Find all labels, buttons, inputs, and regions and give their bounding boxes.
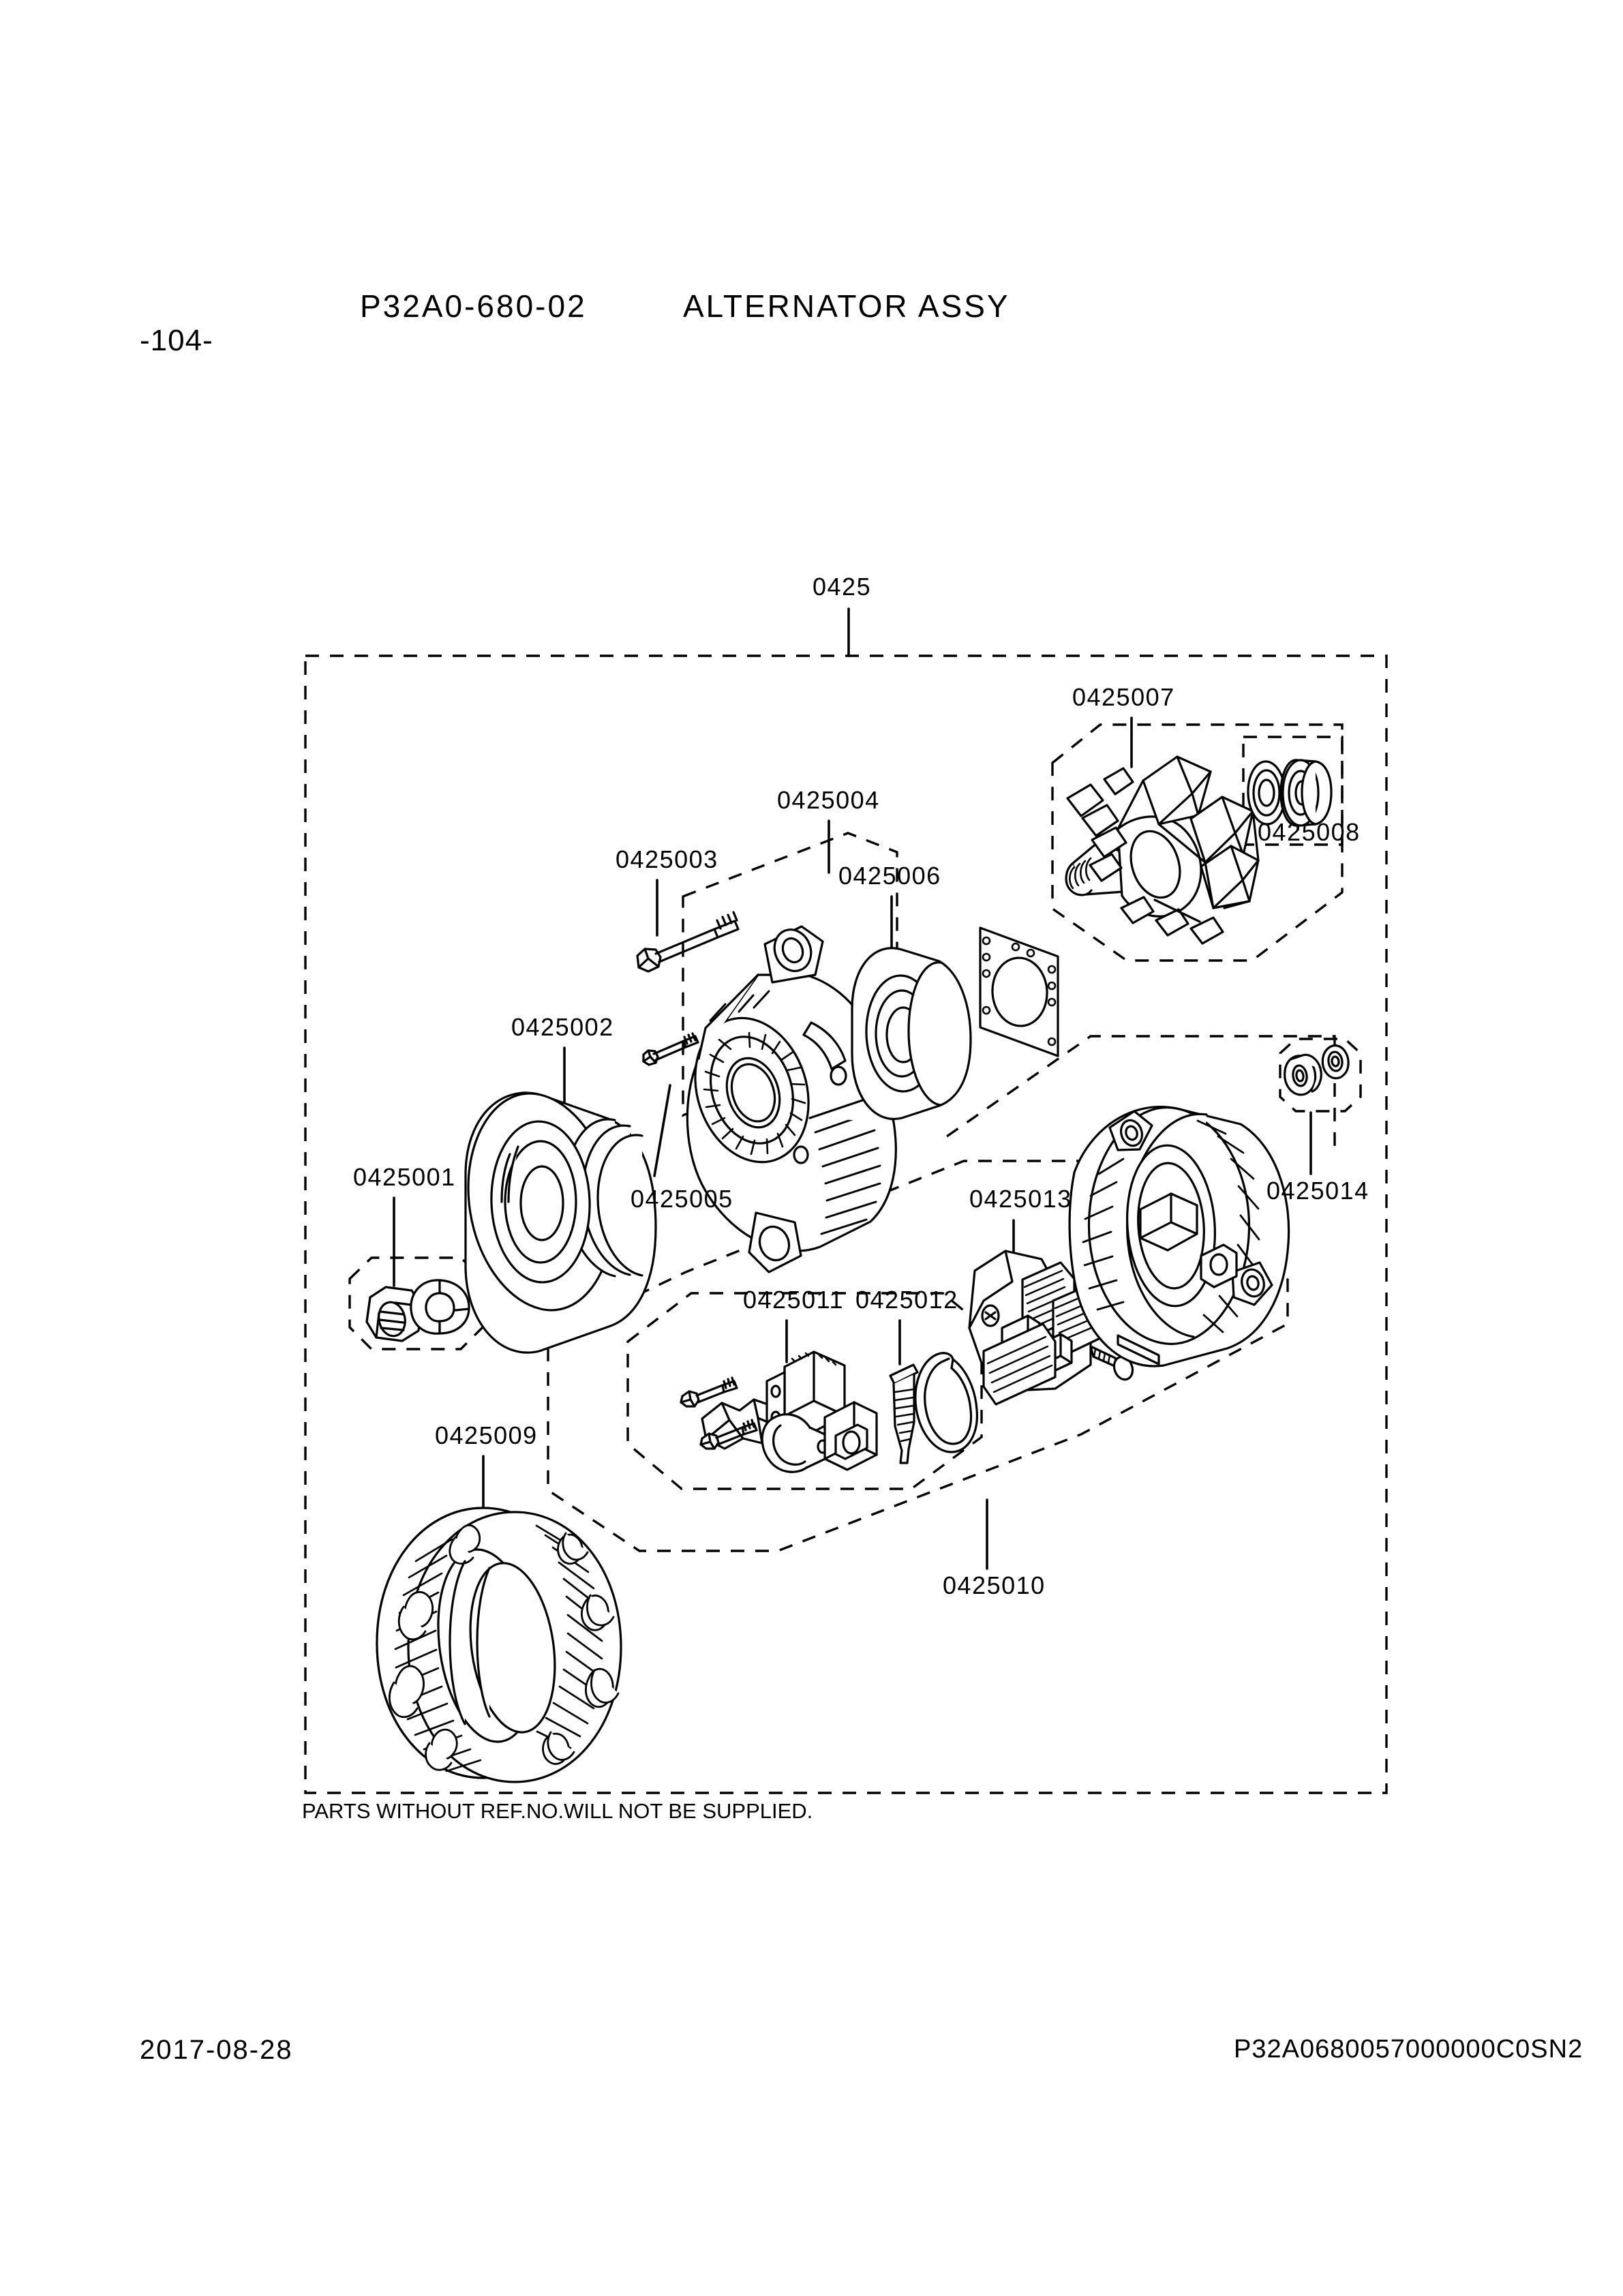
part-0425014-washer-nut	[1285, 1046, 1348, 1095]
assembly-boundary-0425	[305, 656, 1386, 1793]
ref-label-0425012: 0425012	[855, 1286, 958, 1314]
ref-label-0425005: 0425005	[631, 1185, 733, 1213]
ref-label-0425014: 0425014	[1266, 1177, 1369, 1205]
group-box-0425001	[350, 1258, 483, 1349]
footer-code: P32A0680057000000C0SN2	[1234, 2035, 1583, 2064]
part-0425007-rotor	[1066, 757, 1258, 943]
page-title: ALTERNATOR ASSY	[683, 288, 1010, 324]
ref-label-0425013: 0425013	[969, 1185, 1072, 1213]
ref-label-0425010: 0425010	[943, 1571, 1046, 1599]
group-box-0425013-edge	[947, 1036, 1335, 1152]
ref-label-0425004: 0425004	[777, 786, 880, 814]
footer-date: 2017-08-28	[140, 2035, 293, 2065]
part-0425002-pulley	[466, 1093, 656, 1353]
ref-label-0425003: 0425003	[616, 845, 718, 873]
part-0425012-spring-ring	[890, 1353, 977, 1463]
supply-note: PARTS WITHOUT REF.NO.WILL NOT BE SUPPLIE…	[302, 1799, 813, 1823]
part-0425004-front-bracket	[678, 924, 896, 1272]
group-box-0425010	[548, 1161, 1288, 1551]
ref-label-0425007: 0425007	[1072, 683, 1175, 711]
part-0425003-through-bolt	[637, 912, 738, 971]
ref-label-0425011: 0425011	[743, 1286, 844, 1314]
page-number: -104-	[140, 324, 213, 357]
ref-label-0425009: 0425009	[435, 1421, 538, 1449]
group-box-0425011	[628, 1293, 982, 1489]
part-0425005-screw	[643, 1033, 698, 1065]
part-0425011-brush-holder	[681, 1352, 877, 1472]
part-0425006-bearing-plate	[852, 928, 1058, 1119]
part-0425009-stator	[377, 1508, 621, 1782]
ref-label-0425002: 0425002	[511, 1013, 614, 1041]
group-box-0425014	[1280, 1039, 1361, 1111]
ref-label-0425: 0425	[813, 573, 872, 601]
part-0425008-bearings	[1247, 760, 1331, 826]
part-0425010-rear-cover	[1070, 1107, 1289, 1366]
ref-label-0425008: 0425008	[1258, 818, 1361, 846]
part-0425001-nut-retainer	[367, 1280, 469, 1341]
leader-0425005	[654, 1085, 670, 1176]
part-0425013-rectifier	[969, 1251, 1136, 1404]
drawing-number: P32A0-680-02	[360, 288, 587, 324]
ref-label-0425001: 0425001	[353, 1163, 456, 1191]
ref-label-0425006: 0425006	[838, 862, 941, 890]
